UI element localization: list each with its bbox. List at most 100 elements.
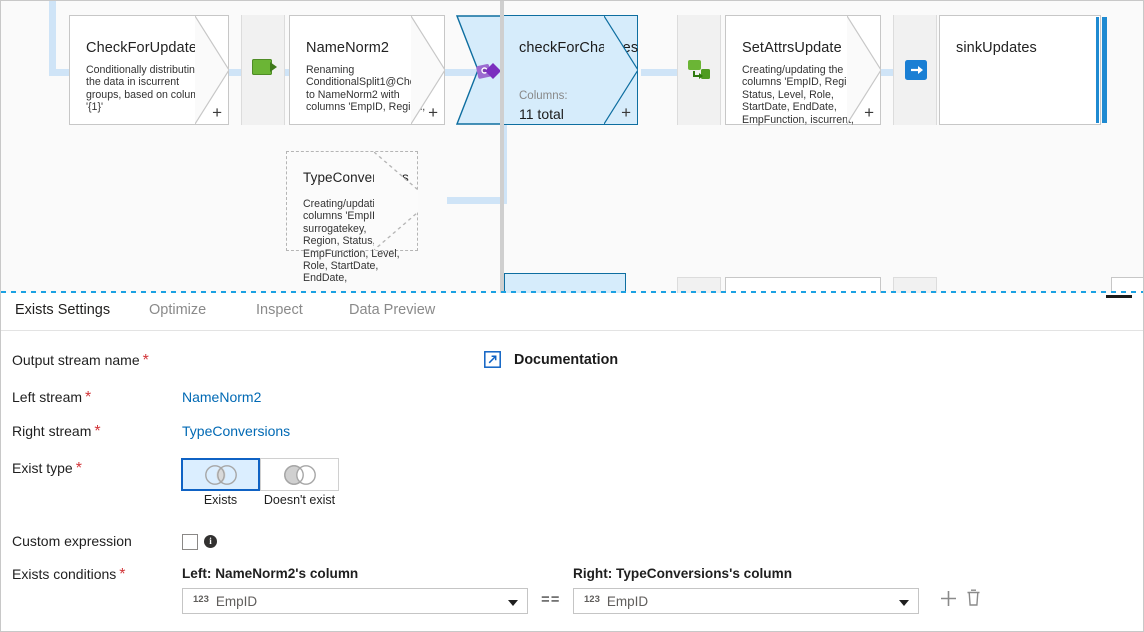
trash-icon <box>967 589 980 606</box>
column-type-badge: 123 <box>584 593 600 605</box>
alter-row-green-icon <box>688 59 710 81</box>
flow-node-partial[interactable] <box>677 277 721 293</box>
canvas-scrollbar-secondary[interactable] <box>1102 17 1107 123</box>
node-title: sinkUpdates <box>956 40 1037 56</box>
connector-line <box>431 69 491 76</box>
tab-optimize[interactable]: Optimize <box>149 302 207 318</box>
flow-node-checkforupdates[interactable]: CheckForUpdates Conditionally distributi… <box>69 15 229 125</box>
node-chevron-icon <box>604 16 638 124</box>
custom-expression-row: Custom expression <box>12 533 132 551</box>
exist-type-label: Exist type <box>12 460 73 476</box>
flow-stage-sink[interactable] <box>893 15 937 125</box>
external-link-icon <box>484 351 501 368</box>
plus-icon <box>941 591 956 606</box>
exists-conditions-right-header: Right: TypeConversions's column <box>573 566 792 581</box>
exists-condition-right-dropdown[interactable]: 123 EmpID <box>573 588 919 614</box>
exist-type-option-exists[interactable] <box>181 458 260 491</box>
documentation-label: Documentation <box>514 351 619 368</box>
flow-node-partial[interactable] <box>1111 277 1143 293</box>
panel-tabs: Exists Settings Optimize Inspect Data Pr… <box>1 293 1143 331</box>
required-marker: * <box>142 352 149 369</box>
column-value: EmpID <box>606 593 649 609</box>
panel-resize-grabber[interactable] <box>1106 295 1132 298</box>
exist-type-option-doesnt-exist[interactable] <box>260 458 339 491</box>
canvas-scrollbar[interactable] <box>1096 17 1099 123</box>
flow-canvas[interactable]: CheckForUpdates Conditionally distributi… <box>1 1 1143 293</box>
node-description: Creating/updating the columns 'EmpID, Re… <box>742 64 862 126</box>
exist-type-toggle-group <box>181 458 339 491</box>
settings-panel: Exists Settings Optimize Inspect Data Pr… <box>1 293 1143 631</box>
flow-node-checkforchanges[interactable]: checkForChanges Columns: 11 total + <box>502 15 638 125</box>
left-stream-label: Left stream <box>12 389 83 405</box>
node-chevron-icon <box>374 152 418 250</box>
derive-green-icon <box>252 59 277 81</box>
info-icon[interactable]: i <box>204 535 217 548</box>
node-title: NameNorm2 <box>306 40 390 56</box>
right-stream-row: Right stream* <box>12 423 101 441</box>
flow-node-partial[interactable] <box>893 277 937 293</box>
tab-exists-settings[interactable]: Exists Settings <box>15 302 111 318</box>
node-description: Renaming ConditionalSplit1@CheckForUpdat… <box>306 64 432 114</box>
documentation-link[interactable]: Documentation <box>484 351 618 368</box>
node-title: SetAttrsUpdate <box>742 40 842 56</box>
canvas-vertical-divider <box>500 1 504 293</box>
node-add-button[interactable]: + <box>212 103 222 122</box>
flow-node-partial[interactable] <box>504 273 626 293</box>
exist-type-label-doesnt-exist: Doesn't exist <box>263 493 336 507</box>
right-stream-label: Right stream <box>12 423 92 439</box>
flow-node-typeconversions[interactable]: TypeConversions Creating/updating the co… <box>286 151 418 284</box>
flow-node-partial[interactable] <box>725 277 881 293</box>
flow-stage-derive[interactable] <box>241 15 285 125</box>
connector-line <box>849 69 929 76</box>
flow-node-sinkupdates[interactable]: sinkUpdates <box>939 15 1101 125</box>
panel-resize-separator[interactable] <box>1 291 1143 293</box>
node-add-button[interactable]: + <box>621 103 631 122</box>
required-marker: * <box>85 389 92 406</box>
node-description: Creating/updating the columns 'EmpID, su… <box>303 198 405 285</box>
left-stream-value[interactable]: NameNorm2 <box>182 389 262 405</box>
required-marker: * <box>119 566 126 583</box>
node-columns-value: 11 total <box>519 106 564 122</box>
left-stream-row: Left stream* <box>12 389 91 407</box>
node-add-button[interactable]: + <box>428 103 438 122</box>
output-stream-row: Output stream name* <box>12 352 149 370</box>
venn-left-only-icon <box>283 464 316 485</box>
custom-expression-checkbox[interactable] <box>182 534 198 550</box>
flow-node-setattrsupdate[interactable]: SetAttrsUpdate Creating/updating the col… <box>725 15 881 126</box>
chevron-down-icon <box>899 600 909 606</box>
right-stream-value[interactable]: TypeConversions <box>182 423 291 439</box>
node-chevron-icon <box>411 16 445 124</box>
exists-conditions-label: Exists conditions <box>12 566 117 582</box>
venn-intersection-icon <box>204 464 237 485</box>
column-value: EmpID <box>215 593 258 609</box>
required-marker: * <box>94 423 101 440</box>
add-condition-button[interactable] <box>939 589 958 613</box>
node-title: CheckForUpdates <box>86 40 205 56</box>
exists-purple-icon <box>476 63 501 79</box>
flow-stage-alter-row[interactable] <box>677 15 721 125</box>
delete-condition-button[interactable] <box>965 588 982 612</box>
connector-line <box>447 197 507 204</box>
node-columns-label: Columns: <box>519 90 568 102</box>
node-add-button[interactable]: + <box>864 103 874 122</box>
exists-condition-operator: == <box>541 591 561 608</box>
exist-type-labels: Exists Doesn't exist <box>181 493 341 507</box>
custom-expression-label: Custom expression <box>12 533 132 549</box>
tab-inspect[interactable]: Inspect <box>256 302 303 318</box>
flow-stage-exists[interactable] <box>456 15 504 125</box>
sink-blue-icon <box>904 59 927 81</box>
flow-node-namenorm2[interactable]: NameNorm2 Renaming ConditionalSplit1@Che… <box>289 15 445 125</box>
exists-condition-left-dropdown[interactable]: 123 EmpID <box>182 588 528 614</box>
chevron-down-icon <box>508 600 518 606</box>
exists-conditions-row: Exists conditions* <box>12 566 126 584</box>
required-marker: * <box>75 460 82 477</box>
exist-type-row: Exist type* <box>12 460 82 478</box>
column-type-badge: 123 <box>193 593 209 605</box>
node-chevron-icon <box>195 16 229 124</box>
output-stream-label: Output stream name <box>12 352 140 368</box>
node-chevron-icon <box>847 16 881 124</box>
exists-conditions-left-header: Left: NameNorm2's column <box>182 566 359 581</box>
connector-line <box>49 1 56 76</box>
tab-data-preview[interactable]: Data Preview <box>349 302 436 318</box>
